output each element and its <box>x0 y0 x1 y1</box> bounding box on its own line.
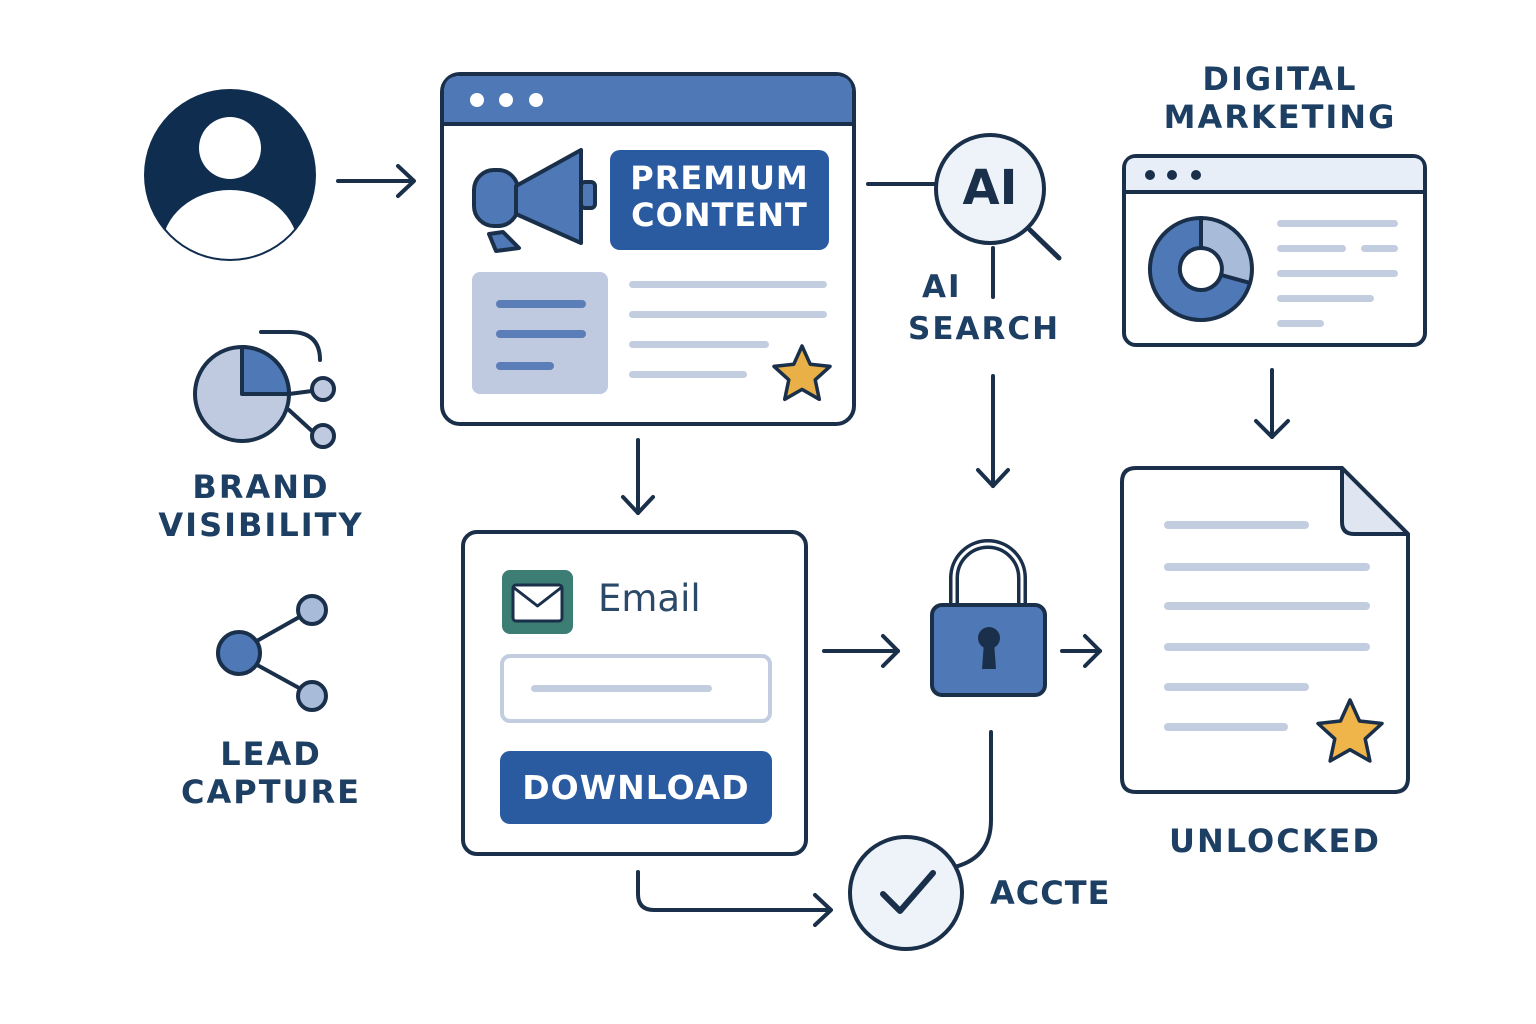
arrow-marketing-to-doc <box>1254 368 1290 439</box>
email-form-window <box>461 530 808 856</box>
share-icon <box>216 594 328 712</box>
email-label: Email <box>598 577 701 620</box>
arrow-ai-to-lock <box>976 374 1010 488</box>
ai-search-label: AI SEARCH <box>900 266 1070 350</box>
digital-marketing-label: DIGITAL MARKETING <box>1145 60 1415 136</box>
arrow-lock-to-doc <box>1060 634 1102 668</box>
envelope-icon <box>502 570 573 634</box>
download-button[interactable] <box>500 751 772 824</box>
premium-content-badge <box>610 150 829 250</box>
user-avatar-icon <box>144 89 316 261</box>
ai-badge: AI <box>962 160 1018 216</box>
lead-capture-label: LEAD CAPTURE <box>160 735 382 811</box>
pie-network-icon <box>193 330 336 449</box>
unlocked-label: UNLOCKED <box>1169 822 1381 860</box>
digital-marketing-window <box>1122 154 1427 347</box>
megaphone-icon <box>472 148 597 253</box>
donut-chart-icon <box>1147 216 1254 322</box>
arrow-form-to-lock <box>822 634 900 668</box>
brand-line-2: VISIBILITY <box>158 506 364 544</box>
premium-content-title: PREMIUM CONTENT <box>610 160 829 234</box>
star-icon <box>1316 698 1384 763</box>
arrow-content-to-form <box>621 438 655 515</box>
access-label: ACCTE <box>990 874 1111 912</box>
download-button-label[interactable]: DOWNLOAD <box>522 768 750 807</box>
padlock-icon <box>930 539 1047 697</box>
arrow-avatar-to-content <box>336 164 416 198</box>
ai-label-line-2: SEARCH <box>908 311 1061 347</box>
arrow-form-to-check <box>636 870 832 912</box>
star-icon <box>772 344 832 402</box>
ai-label-line-1: AI <box>922 269 962 305</box>
ai-search-group <box>866 133 1062 299</box>
digital-line-1: DIGITAL <box>1202 60 1358 98</box>
magnifier-icon <box>1027 227 1062 261</box>
connector-lock-to-check <box>948 730 993 870</box>
lead-line-1: LEAD <box>220 735 322 773</box>
digital-line-2: MARKETING <box>1163 98 1397 136</box>
brand-line-1: BRAND <box>192 468 330 506</box>
lead-line-2: CAPTURE <box>180 773 361 811</box>
checkmark-icon <box>848 835 964 951</box>
document-icon <box>1120 466 1410 794</box>
premium-line-2: CONTENT <box>631 196 808 234</box>
premium-line-1: PREMIUM <box>630 159 809 197</box>
brand-visibility-label: BRAND VISIBILITY <box>150 468 372 544</box>
premium-content-window <box>440 72 856 426</box>
